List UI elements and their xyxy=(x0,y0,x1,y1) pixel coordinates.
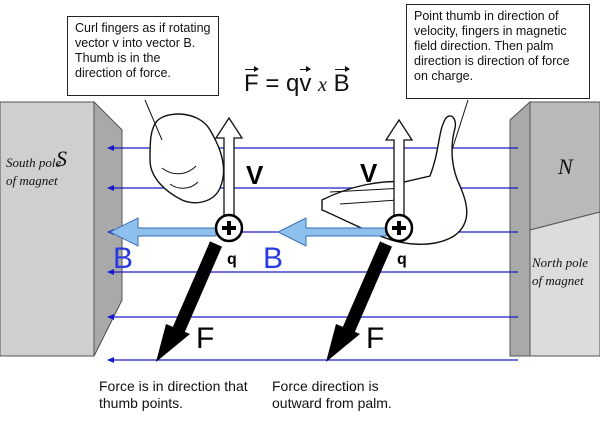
v-vector-arrow-left xyxy=(214,116,244,221)
charge-plus-icon-right xyxy=(384,213,414,243)
south-pole-label: South pole of magnet xyxy=(6,155,62,188)
left-callout-text: Curl fingers as if rotating vector v int… xyxy=(75,21,211,80)
left-callout-pointer xyxy=(144,99,163,141)
north-pole-letter: N xyxy=(558,154,573,179)
b-vector-arrow-left xyxy=(108,217,217,247)
right-callout-text: Point thumb in direction of velocity, fi… xyxy=(414,9,570,83)
f-vector-arrow-right xyxy=(326,241,392,362)
right-callout-pointer xyxy=(451,99,469,151)
b-label-left: B xyxy=(113,242,133,275)
charge-plus-icon-left xyxy=(214,213,244,243)
north-pole-label: North pole of magnet xyxy=(532,255,588,288)
formula-b: B xyxy=(333,66,350,97)
q-label-left: q xyxy=(227,251,237,268)
f-label-right: F xyxy=(366,322,384,355)
f-vector-arrow-left xyxy=(156,241,222,362)
f-label-left: F xyxy=(196,322,214,355)
formula-f: F xyxy=(244,66,259,97)
south-pole-letter: S xyxy=(56,146,67,171)
v-vector-arrow-right xyxy=(384,118,414,221)
left-caption: Force is in direction that thumb points. xyxy=(99,378,248,411)
right-hand-illustration xyxy=(321,115,468,245)
v-label-left: V xyxy=(246,160,264,190)
right-callout: Point thumb in direction of velocity, fi… xyxy=(406,4,590,99)
north-magnet xyxy=(509,100,600,357)
formula-v: v xyxy=(299,66,312,97)
right-caption: Force direction is outward from palm. xyxy=(272,378,392,411)
formula-eq: = q xyxy=(265,70,300,97)
formula-cross: x xyxy=(318,74,327,96)
left-hand-illustration xyxy=(149,113,225,204)
south-magnet xyxy=(0,100,123,357)
b-label-right: B xyxy=(263,242,283,275)
v-label-right: V xyxy=(360,158,378,188)
lorentz-force-formula: F = qv x B xyxy=(244,66,350,98)
q-label-right: q xyxy=(397,251,407,268)
b-vector-arrow-right xyxy=(276,217,387,247)
left-callout: Curl fingers as if rotating vector v int… xyxy=(67,16,219,96)
